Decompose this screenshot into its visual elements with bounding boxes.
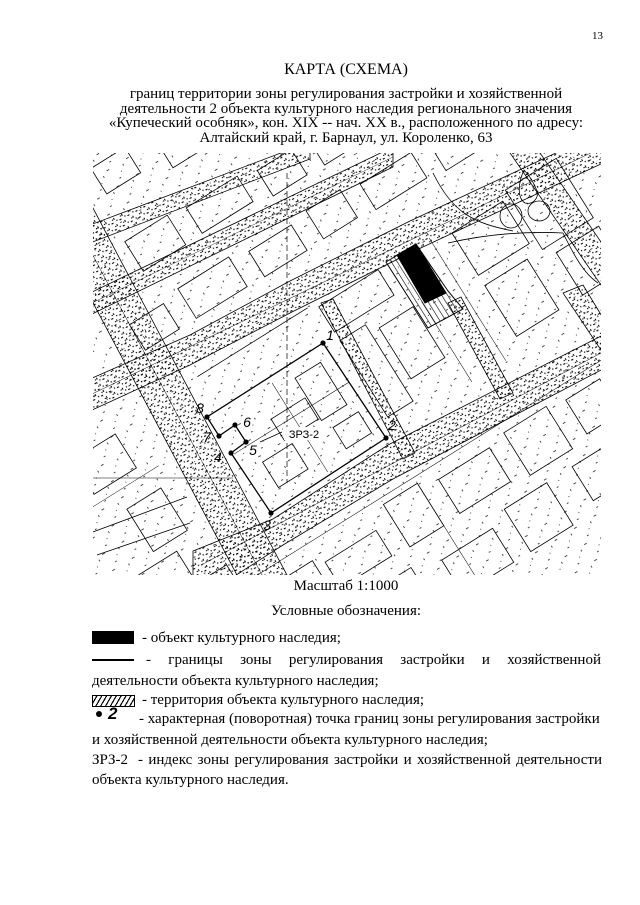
turning-points (204, 340, 389, 516)
legend-heritage-territory-text: - территория объекта культурного наследи… (142, 692, 425, 708)
page-number: 13 (592, 30, 603, 42)
building-outline (185, 175, 254, 234)
legend-zone-boundary-text-cont: деятельности объекта культурного наследи… (92, 673, 379, 689)
point-label-8: 8 (196, 400, 204, 416)
building-outline (571, 434, 601, 502)
park-path (562, 232, 599, 284)
heritage-object-swatch (92, 631, 134, 644)
park-path (432, 172, 514, 232)
subtitle-line: «Купеческий особняк», кон. XIX -- нач. X… (108, 115, 584, 131)
street-band (562, 284, 601, 351)
subtitle-line: границ территории зоны регулирования зас… (129, 86, 563, 102)
point-label-3: 3 (263, 517, 271, 533)
turning-point-dot (383, 435, 389, 441)
street-band (93, 153, 311, 243)
zone-boundary-line-swatch (92, 659, 134, 661)
legend-turning-point-text-cont: и хозяйственной деятельности объекта кул… (92, 732, 488, 748)
building-outline (124, 214, 187, 272)
building-outline (332, 411, 373, 450)
road-lines (93, 173, 288, 556)
building-outline (359, 153, 428, 211)
legend-zone-boundary-text: - границы зоны регулирования застройки и… (146, 652, 601, 668)
turning-point-dot (243, 439, 249, 445)
zone-label-leader (259, 431, 283, 443)
turning-point-dot (204, 414, 210, 420)
page-title: КАРТА (СХЕМА) (284, 61, 408, 78)
legend-turning-point-text: - характерная (поворотная) точка границ … (139, 711, 600, 727)
building-outline (129, 302, 180, 351)
turning-point-labels: 1 2 3 4 5 6 7 8 (196, 327, 396, 533)
point-label-5: 5 (249, 442, 257, 458)
point-label-2: 2 (387, 417, 396, 433)
zone-label-backdrop (284, 427, 324, 440)
building-outlines (93, 153, 601, 575)
building-outline (324, 529, 393, 575)
street-band (447, 296, 514, 400)
point-label-1: 1 (326, 327, 334, 343)
building-outline (504, 157, 594, 251)
building-outline (262, 443, 309, 489)
legend-title: Условные обозначения: (270, 603, 422, 619)
street-bands (93, 153, 601, 575)
building-outline (441, 527, 515, 575)
turning-point-dot (216, 433, 222, 439)
heritage-object (396, 243, 447, 304)
page-subtitle: границ территории зоны регулирования зас… (92, 87, 600, 145)
building-outline (503, 482, 574, 553)
legend-zone-index-text: - индекс зоны регулирования застройки и … (138, 752, 602, 768)
building-outline (339, 324, 414, 418)
turning-point-dot-swatch (96, 711, 102, 717)
flowerbed (527, 200, 551, 222)
building-outline (177, 256, 248, 319)
subtitle-line: деятельности 2 объекта культурного насле… (119, 100, 573, 117)
point-label-4: 4 (214, 449, 222, 465)
turning-point-dot (320, 340, 326, 346)
building-outline (451, 200, 530, 276)
building-outline (378, 306, 446, 380)
turning-point-dot (268, 510, 274, 516)
zone-index-label: ЗРЗ-2 (289, 429, 319, 441)
point-label-7: 7 (203, 429, 212, 445)
legend-zone-index-text-cont: объекта культурного наследия. (92, 772, 289, 788)
building-outline (310, 153, 368, 166)
building-outline (437, 447, 512, 514)
building-outline (555, 225, 601, 296)
building-outline (294, 361, 348, 422)
point-label-6: 6 (243, 414, 251, 430)
park-path (447, 232, 564, 244)
building-outline (93, 153, 142, 195)
map-scale: Масштаб 1:1000 (293, 578, 399, 594)
building-outline (269, 560, 335, 575)
building-outline (318, 269, 395, 333)
park-elements (432, 169, 599, 284)
legend-heritage-object-text: - объект культурного наследия; (142, 630, 341, 646)
building-outline (503, 405, 574, 476)
turning-point-number-swatch: 2 (108, 704, 118, 723)
building-outline (125, 550, 194, 575)
flowerbed (499, 203, 523, 229)
street-band (93, 207, 288, 575)
building-outline (484, 258, 560, 337)
street-band (509, 153, 601, 286)
building-outline (93, 433, 137, 495)
zone-index-swatch: ЗРЗ-2 (92, 752, 129, 768)
building-outline (305, 189, 359, 240)
building-outline (248, 224, 308, 278)
building-outline (429, 153, 489, 172)
building-outline (565, 378, 601, 435)
subtitle-line: Алтайский край, г. Барнаул, ул. Короленк… (199, 129, 493, 146)
flowerbed (518, 169, 538, 204)
turning-point-dot (228, 450, 234, 456)
building-outline (153, 153, 216, 169)
cadastral-map: 1 2 3 4 5 6 7 8 ЗРЗ-2 (93, 153, 601, 575)
building-outline (256, 153, 308, 197)
building-outline (126, 487, 188, 553)
street-band (93, 153, 394, 314)
turning-point-dot (232, 422, 238, 428)
heritage-territory-hatch-swatch (92, 695, 135, 707)
